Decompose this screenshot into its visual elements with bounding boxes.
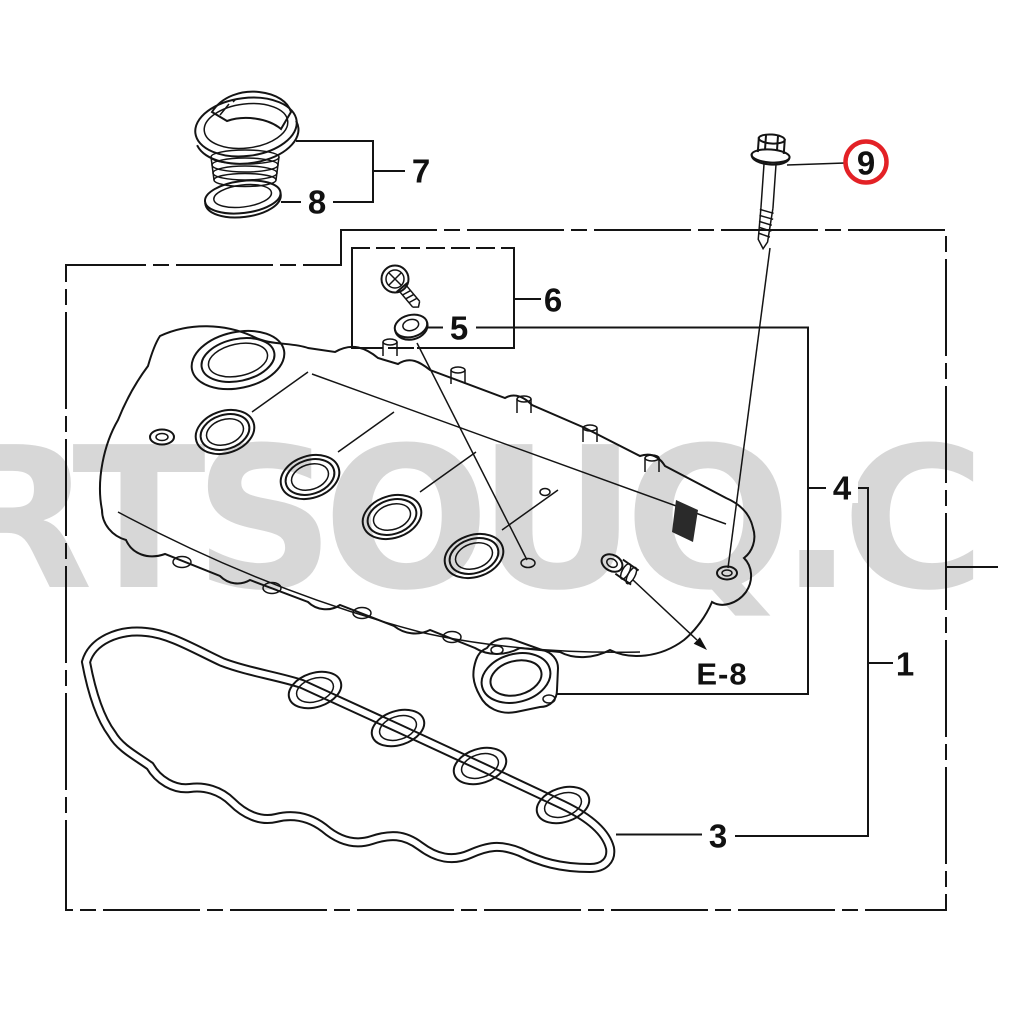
gasket-tube-rings: [287, 670, 591, 825]
leader-lines: [416, 162, 846, 650]
bolt-washer-group-box: [351, 247, 515, 349]
leader-bolt9-to-cover: [727, 247, 771, 569]
assembly-boundary-dashed-box: [65, 229, 947, 911]
cover-subassembly-bracket: [426, 298, 998, 837]
callout-9: 9: [857, 145, 875, 182]
cap-seal-bracket: [281, 140, 405, 203]
leader-washer5-to-cover: [416, 342, 528, 561]
label4-mask: [826, 472, 858, 503]
label8-mask: [301, 186, 333, 217]
callout-4: 4: [833, 470, 852, 507]
highlighted-callout-9: 9: [843, 139, 889, 185]
cover-rib-line: [311, 373, 727, 525]
oil-filler-cap: [194, 90, 300, 188]
washer-5: [393, 313, 429, 341]
callout-1: 1: [896, 646, 914, 683]
cylinder-head-cover: [99, 325, 756, 658]
highlight-ring: [843, 139, 889, 185]
oil-filler-neck: [190, 329, 286, 391]
callout-7: 7: [412, 153, 430, 190]
callout-3: 3: [709, 818, 727, 855]
cover-bolt-holes: [149, 428, 738, 644]
callout-labels: 7 8 6 5 4 1 3 E-8 9: [301, 139, 914, 855]
head-cover-gasket: [80, 626, 616, 874]
cap-seal-ring: [203, 179, 282, 219]
e8-arrow: [632, 579, 707, 650]
leader-bolt9-to-label: [786, 162, 846, 166]
breather-chamber-cover: [472, 637, 560, 714]
callout-e8: E-8: [696, 657, 747, 692]
pcv-valve-nipple: [600, 553, 640, 586]
cover-flange-inner-line: [117, 511, 641, 654]
callout-6: 6: [544, 282, 562, 319]
flange-bolt-9: [750, 133, 791, 251]
callout-5: 5: [450, 310, 468, 347]
label5-mask: [443, 311, 476, 342]
bolt-6: [380, 264, 421, 308]
cover-studs: [382, 338, 660, 472]
plug-tube-openings: [194, 408, 505, 580]
cover-connector-boss: [672, 500, 698, 542]
cover-ridge-lines: [251, 371, 559, 531]
callout-8: 8: [308, 184, 326, 221]
